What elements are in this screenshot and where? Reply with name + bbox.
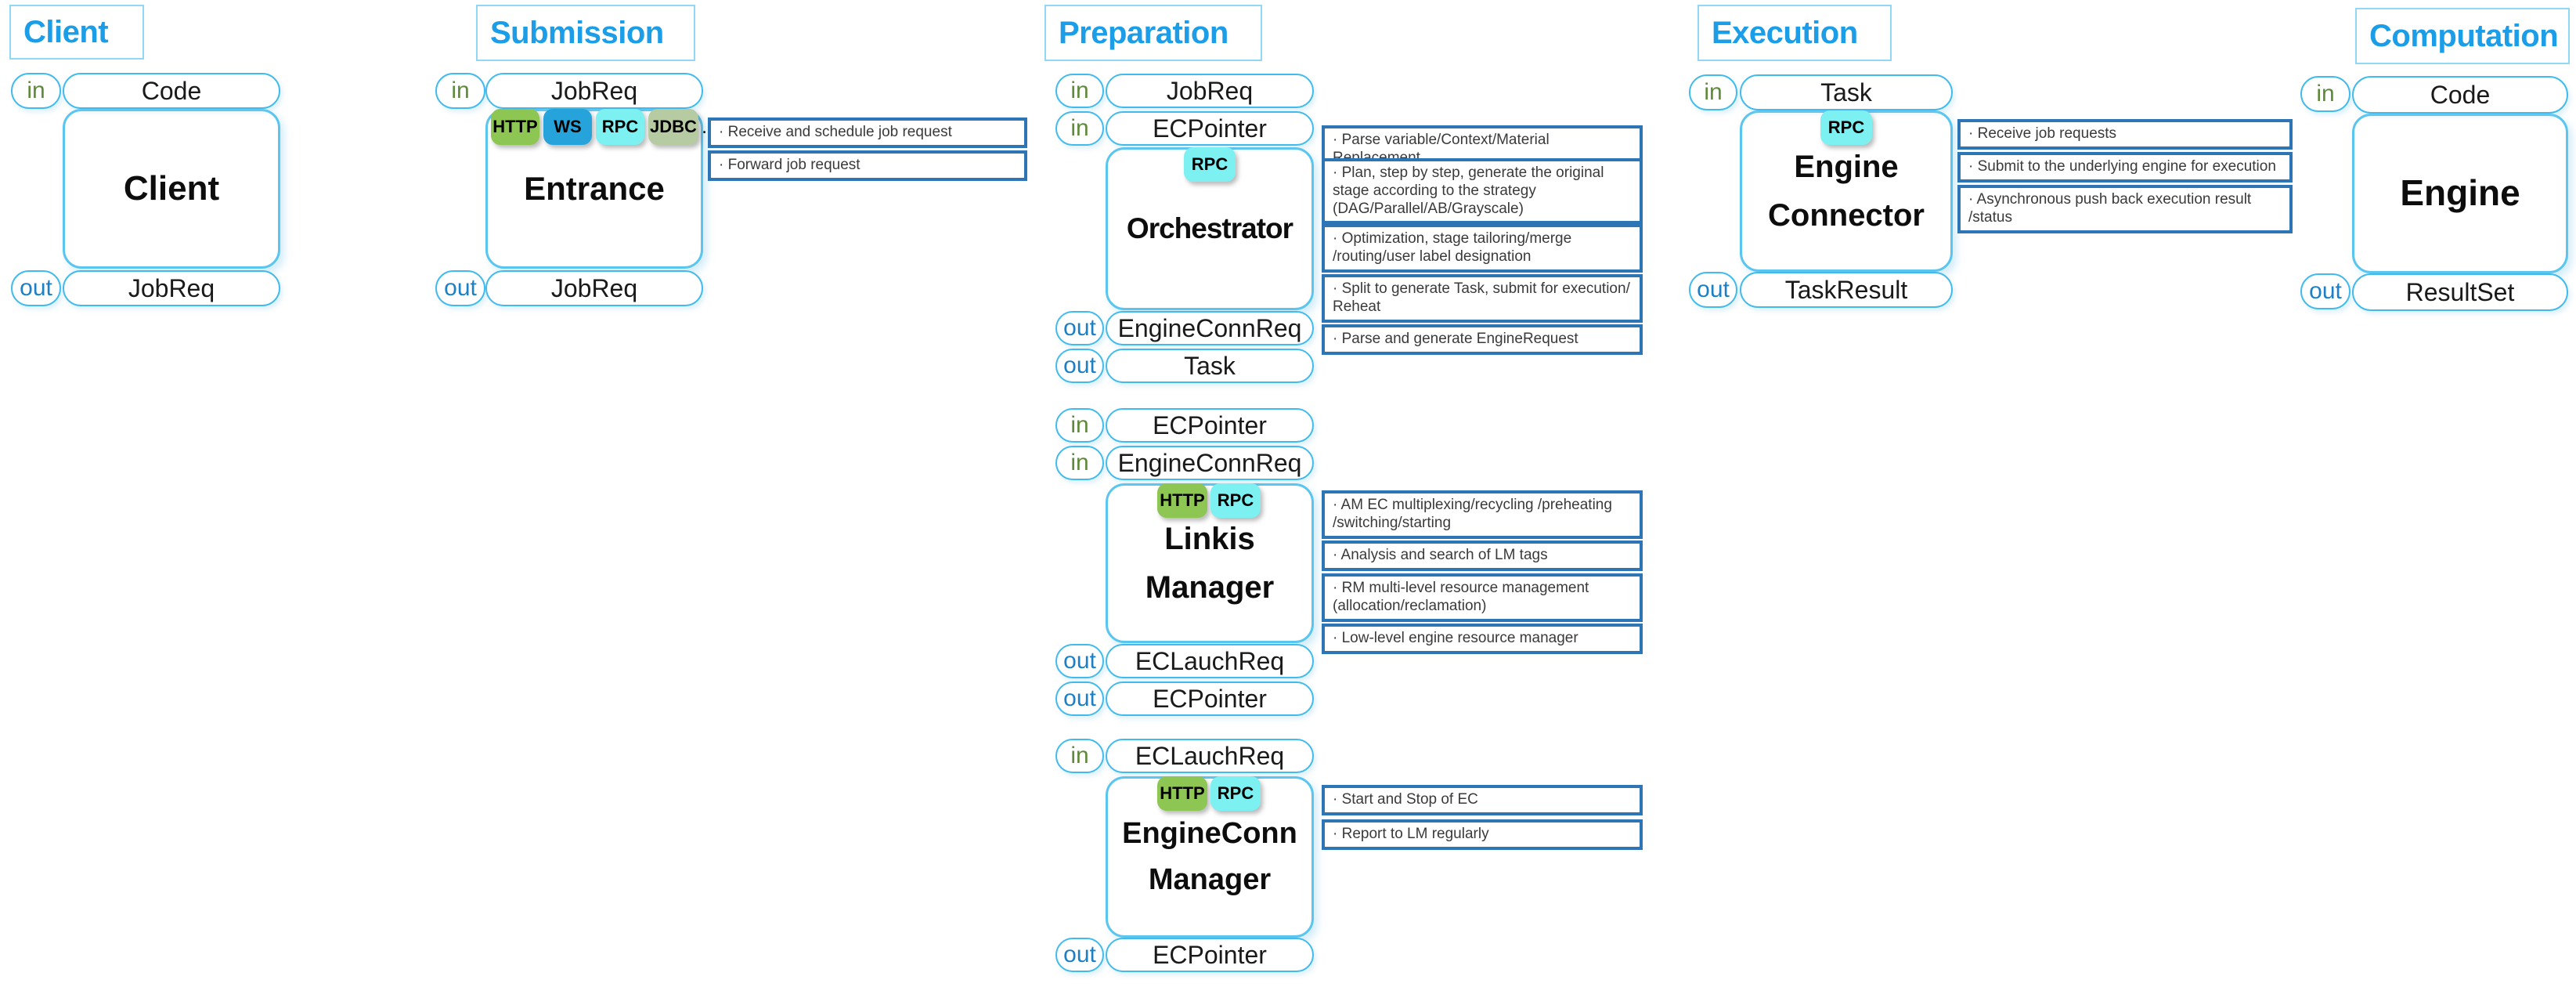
orchestrator-note: · Plan, step by step, generate the origi…	[1322, 158, 1643, 225]
tag-rpc: RPC	[1210, 776, 1261, 811]
io-out-badge: out	[435, 270, 485, 306]
engineconn-manager-note: · Report to LM regularly	[1322, 819, 1643, 850]
io-in-badge: in	[1055, 446, 1104, 480]
linkis-manager-note: · AM EC multiplexing/recycling /preheati…	[1322, 490, 1643, 539]
pill-entrance-in-jobreq: JobReq	[485, 73, 703, 109]
linkis-manager-note: · RM multi-level resource management (al…	[1322, 573, 1643, 622]
pill-engineconnmanager-out-ecpointer: ECPointer	[1106, 938, 1314, 972]
client-box: Client	[63, 109, 280, 269]
io-in-badge: in	[2300, 76, 2351, 112]
engine-connector-note: · Submit to the underlying engine for ex…	[1957, 152, 2293, 183]
linkis-manager-note: · Low-level engine resource manager	[1322, 624, 1643, 654]
box-title-line: Engine	[1794, 150, 1899, 184]
tag-http: HTTP	[1157, 776, 1207, 811]
column-header-execution: Execution	[1697, 5, 1892, 61]
client-box-title: Client	[123, 168, 220, 208]
tag-jdbc: JDBC	[648, 109, 698, 145]
pill-linkismanager-out-ecpointer: ECPointer	[1106, 682, 1314, 716]
io-in-badge: in	[11, 73, 61, 109]
io-out-badge: out	[1055, 311, 1104, 345]
pill-linkismanager-in-engineconnreq: EngineConnReq	[1106, 446, 1314, 480]
column-header-submission: Submission	[476, 5, 695, 61]
orchestrator-note: · Parse and generate EngineRequest	[1322, 324, 1643, 355]
tag-rpc: RPC	[1820, 110, 1872, 145]
pill-entrance-out-jobreq: JobReq	[485, 270, 703, 306]
io-out-badge: out	[2300, 273, 2351, 309]
tags-ellipsis-dot: .	[702, 114, 708, 138]
io-in-badge: in	[1055, 74, 1104, 108]
pill-orchestrator-in-jobreq: JobReq	[1106, 74, 1314, 108]
io-out-badge: out	[1689, 272, 1737, 308]
io-in-badge: in	[1055, 408, 1104, 443]
column-header-preparation: Preparation	[1044, 5, 1262, 61]
box-title-line: Manager	[1148, 863, 1272, 896]
io-in-badge: in	[1689, 74, 1737, 110]
pill-linkismanager-in-ecpointer: ECPointer	[1106, 408, 1314, 443]
engine-box: Engine	[2352, 114, 2568, 273]
io-in-badge: in	[1055, 111, 1104, 146]
orchestrator-box-title: Orchestrator	[1126, 212, 1293, 245]
tag-rpc: RPC	[596, 109, 644, 145]
linkis-manager-note: · Analysis and search of LM tags	[1322, 540, 1643, 571]
io-out-badge: out	[1055, 644, 1104, 678]
tag-http: HTTP	[491, 109, 539, 145]
pill-engineconnector-in-task: Task	[1740, 74, 1953, 110]
engineconn-manager-note: · Start and Stop of EC	[1322, 785, 1643, 815]
tag-http: HTTP	[1157, 483, 1207, 518]
engine-connector-note: · Asynchronous push back execution resul…	[1957, 185, 2293, 233]
orchestrator-note: · Optimization, stage tailoring/merge /r…	[1322, 224, 1643, 273]
engine-connector-box-title: Engine Connector	[1768, 143, 1925, 240]
io-in-badge: in	[1055, 739, 1104, 773]
pill-client-out-jobreq: JobReq	[63, 270, 280, 306]
box-title-line: EngineConn	[1122, 817, 1297, 851]
box-title-line: Manager	[1145, 570, 1275, 605]
box-title-line: Connector	[1768, 198, 1925, 233]
linkis-manager-box: Linkis Manager	[1106, 483, 1314, 643]
pill-engineconnector-out-taskresult: TaskResult	[1740, 272, 1953, 308]
engine-connector-box: Engine Connector	[1740, 110, 1953, 272]
pill-engine-out-resultset: ResultSet	[2352, 273, 2568, 311]
tag-rpc: RPC	[1184, 147, 1236, 182]
box-title-line: Linkis	[1164, 522, 1255, 556]
pill-engine-in-code: Code	[2352, 76, 2568, 114]
engineconn-manager-box: EngineConn Manager	[1106, 776, 1314, 938]
entrance-note: · Forward job request	[708, 150, 1027, 181]
tag-rpc: RPC	[1210, 483, 1261, 518]
io-out-badge: out	[1055, 682, 1104, 716]
column-header-client: Client	[9, 5, 144, 60]
engine-connector-note: · Receive job requests	[1957, 119, 2293, 150]
tag-ws: WS	[543, 109, 592, 145]
entrance-box-title: Entrance	[524, 170, 665, 208]
pill-orchestrator-out-engineconnreq: EngineConnReq	[1106, 311, 1314, 345]
engine-box-title: Engine	[2400, 172, 2520, 214]
engineconn-manager-box-title: EngineConn Manager	[1122, 811, 1297, 903]
column-header-computation: Computation	[2355, 8, 2570, 64]
io-out-badge: out	[1055, 349, 1104, 383]
pill-orchestrator-in-ecpointer: ECPointer	[1106, 111, 1314, 146]
pill-engineconnmanager-in-eclauchreq: ECLauchReq	[1106, 739, 1314, 773]
linkis-manager-box-title: Linkis Manager	[1145, 515, 1275, 612]
pill-linkismanager-out-eclauchreq: ECLauchReq	[1106, 644, 1314, 678]
io-out-badge: out	[1055, 938, 1104, 972]
entrance-note: · Receive and schedule job request	[708, 118, 1027, 148]
orchestrator-note: · Split to generate Task, submit for exe…	[1322, 274, 1643, 323]
io-out-badge: out	[11, 270, 61, 306]
io-in-badge: in	[435, 73, 485, 109]
pill-orchestrator-out-task: Task	[1106, 349, 1314, 383]
pill-client-in-code: Code	[63, 73, 280, 109]
